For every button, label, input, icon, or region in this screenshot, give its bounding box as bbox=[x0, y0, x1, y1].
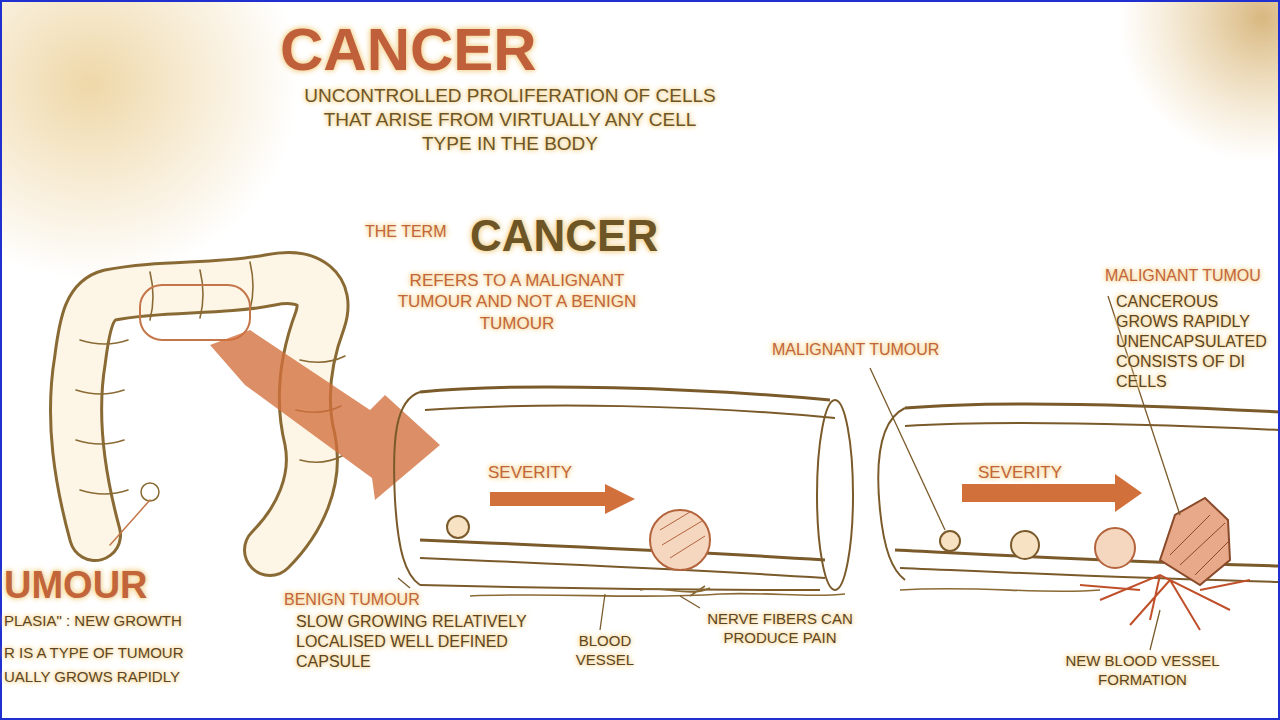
severity-label: SEVERITY bbox=[978, 462, 1062, 483]
property-list: SLOW GROWING RELATIVELY LOCALISED WELL D… bbox=[296, 612, 528, 672]
paper-stain bbox=[1100, 0, 1280, 180]
bowel-section-malignant bbox=[878, 404, 1280, 585]
note-text: UALLY GROWS RAPIDLY bbox=[4, 668, 180, 687]
paper-stain bbox=[0, 0, 300, 280]
severity-arrow bbox=[490, 484, 635, 514]
note-text: R IS A TYPE OF TUMOUR bbox=[4, 644, 183, 663]
note-text: REFERS TO A MALIGNANT TUMOUR AND NOT A B… bbox=[372, 270, 662, 334]
blood-vessels bbox=[470, 586, 845, 596]
bowel-section-benign bbox=[394, 387, 853, 590]
heading-text: CANCER bbox=[470, 208, 658, 263]
zoom-arrow bbox=[210, 330, 440, 500]
part-label: NERVE FIBERS CAN PRODUCE PAIN bbox=[680, 610, 880, 648]
part-label: NEW BLOOD VESSEL FORMATION bbox=[1040, 652, 1245, 690]
property-list: CANCEROUS GROWS RAPIDLY UNENCAPSULATED C… bbox=[1116, 292, 1274, 392]
heading-text: UMOUR bbox=[4, 562, 148, 610]
new-blood-vessels bbox=[900, 575, 1250, 630]
tumour-label: BENIGN TUMOUR bbox=[284, 590, 420, 610]
title: CANCER bbox=[280, 12, 537, 87]
note-text: PLASIA" : NEW GROWTH bbox=[4, 612, 182, 631]
tumour-label: MALIGNANT TUMOUR bbox=[772, 340, 939, 360]
part-label: BLOOD VESSEL bbox=[560, 632, 650, 670]
severity-label: SEVERITY bbox=[488, 462, 572, 483]
definition-text: UNCONTROLLED PROLIFERATION OF CELLS THAT… bbox=[300, 84, 720, 155]
tumour-label: MALIGNANT TUMOU bbox=[1105, 266, 1261, 286]
leader-line bbox=[398, 296, 1180, 650]
intro-text: THE TERM bbox=[365, 222, 446, 242]
